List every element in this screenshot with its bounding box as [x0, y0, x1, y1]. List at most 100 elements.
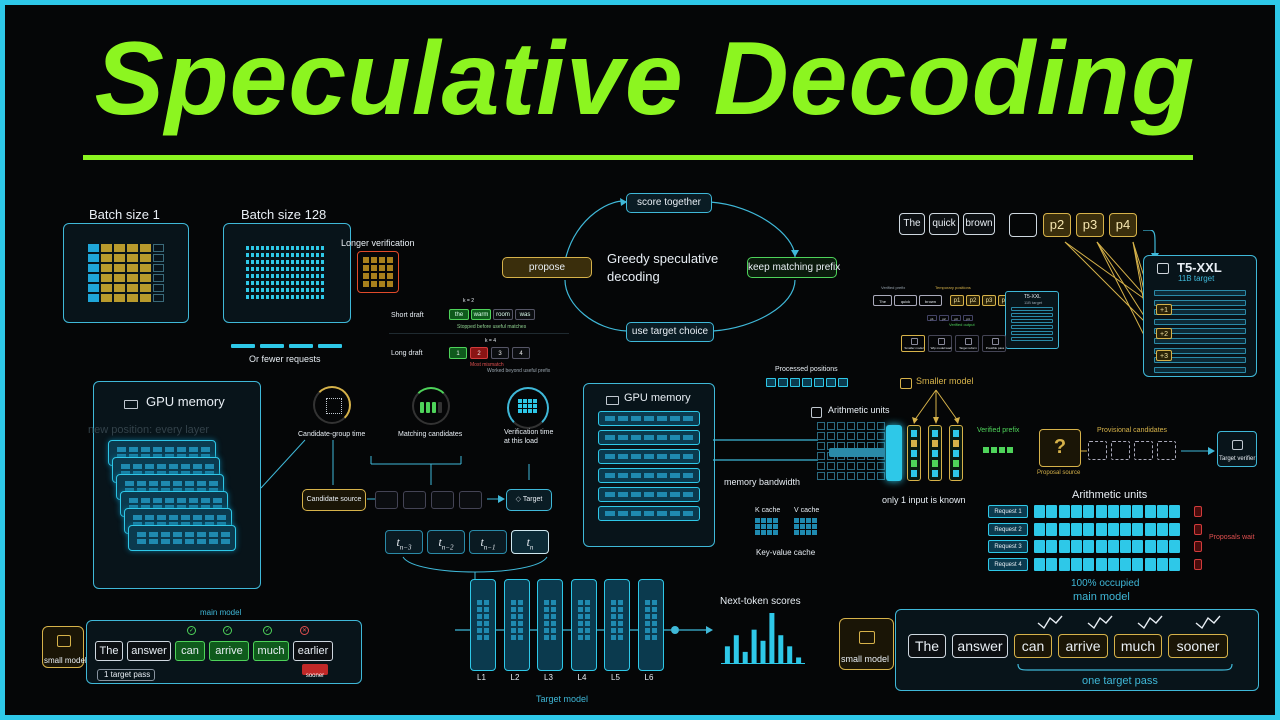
arith-cell — [817, 462, 825, 470]
main-token: earlier — [293, 641, 333, 661]
layer-cell — [584, 600, 590, 605]
one-target-pass-label: one target pass — [1082, 675, 1158, 687]
grid-cell — [101, 244, 112, 252]
layer-cell — [611, 607, 616, 612]
layer-cell — [651, 635, 657, 640]
grid-dot — [266, 288, 269, 292]
memory-cell — [193, 522, 202, 527]
memory-cell — [209, 488, 218, 493]
memory-cell — [205, 522, 214, 527]
grid-dot — [311, 288, 314, 292]
tn-letter: t — [526, 535, 530, 549]
grid-dot — [291, 246, 294, 250]
score-bar — [787, 646, 793, 663]
target-layer — [537, 579, 563, 671]
matching-bar — [420, 402, 424, 413]
layer-cell — [544, 600, 549, 605]
grid-dot — [311, 260, 314, 264]
memory-cell — [618, 416, 628, 421]
target-pass-label: 1 target pass — [104, 670, 151, 679]
layer-cell — [517, 600, 523, 605]
robot-icon — [1232, 440, 1243, 450]
memory-cell — [644, 416, 654, 421]
mini-target-row — [1011, 331, 1053, 335]
request-unit — [1132, 522, 1144, 536]
cycle-center-line1: Greedy speculative — [607, 251, 719, 266]
small-model-label-left: small model — [44, 656, 87, 665]
arith-cell — [847, 462, 855, 470]
tn-letter: t — [480, 535, 484, 549]
grid-cell — [153, 274, 164, 282]
request-unit — [1034, 505, 1045, 518]
proposal-source-box: ? — [1039, 429, 1081, 467]
grid-dot — [311, 267, 314, 271]
check-icon — [1037, 615, 1063, 630]
layer-cell — [644, 607, 650, 612]
grid-dot — [271, 260, 274, 264]
gpu-memory-title-left: GPU memory — [146, 394, 225, 409]
t5-row — [1154, 290, 1246, 296]
request-unit — [1107, 557, 1119, 571]
layer-cell — [551, 600, 556, 605]
cycle-center-line2: decoding — [607, 269, 660, 284]
memory-cell — [145, 515, 154, 520]
grid-dot — [296, 295, 299, 299]
request-wait-cell — [1194, 523, 1202, 535]
memory-cell — [205, 471, 214, 476]
layer-cell — [651, 614, 657, 619]
t5-row — [1154, 299, 1246, 306]
step-icon — [992, 338, 999, 345]
grid-cell — [153, 244, 164, 252]
column-cell — [911, 450, 917, 457]
next-token-scores-title: Next-token scores — [720, 596, 801, 607]
request-unit — [1107, 540, 1119, 553]
grid-cell — [114, 254, 125, 262]
tn-token: tn−1 — [469, 530, 507, 554]
grid-dot — [281, 253, 284, 257]
t5-row — [1154, 338, 1246, 344]
target-layer — [604, 579, 630, 671]
target-layer — [637, 579, 664, 671]
target-model-caption: Target model — [536, 694, 589, 704]
candidate-source-node: Candidate source — [302, 489, 366, 511]
verified-square — [999, 447, 1005, 453]
mini-token: brown — [919, 295, 942, 306]
layer-cell — [484, 635, 489, 640]
right-token: can — [1014, 634, 1052, 658]
grid-dot — [271, 288, 274, 292]
layer-cell — [510, 621, 516, 626]
memory-row — [598, 506, 700, 521]
memory-cell — [141, 447, 150, 452]
memory-cell — [173, 488, 182, 493]
memory-cell — [193, 464, 202, 469]
cache-cell — [794, 530, 799, 535]
arith-cell — [857, 422, 865, 430]
grid-dot — [261, 274, 264, 278]
t5-marker: +1 — [1156, 303, 1172, 315]
grid-dot — [291, 267, 294, 271]
t5-marker: +3 — [1156, 349, 1172, 361]
grid-dot — [246, 274, 249, 278]
grid-dot — [321, 260, 324, 264]
propose-node: propose — [502, 257, 592, 278]
memory-cell — [605, 416, 615, 421]
verif-cell — [533, 399, 537, 403]
grid-dot — [246, 253, 249, 257]
layer-cell — [584, 607, 590, 612]
robot-icon — [1157, 263, 1169, 274]
check-icon — [1137, 615, 1163, 630]
layer-cell — [484, 621, 489, 626]
grid-dot — [271, 246, 274, 250]
request-label: Request 4 — [988, 557, 1028, 571]
layer-cell — [477, 607, 482, 612]
long-draft-label: Long draft — [391, 350, 423, 357]
arith-cell — [877, 432, 885, 440]
layer-cell — [477, 600, 482, 605]
provisional-slot — [1111, 441, 1130, 460]
grid-cell — [371, 273, 377, 279]
memory-cell — [618, 435, 628, 440]
grid-dot — [266, 295, 269, 299]
candidate-group-gauge — [313, 386, 351, 424]
grid-dot — [301, 267, 304, 271]
long-draft-note1: Most mismatch — [470, 362, 504, 368]
